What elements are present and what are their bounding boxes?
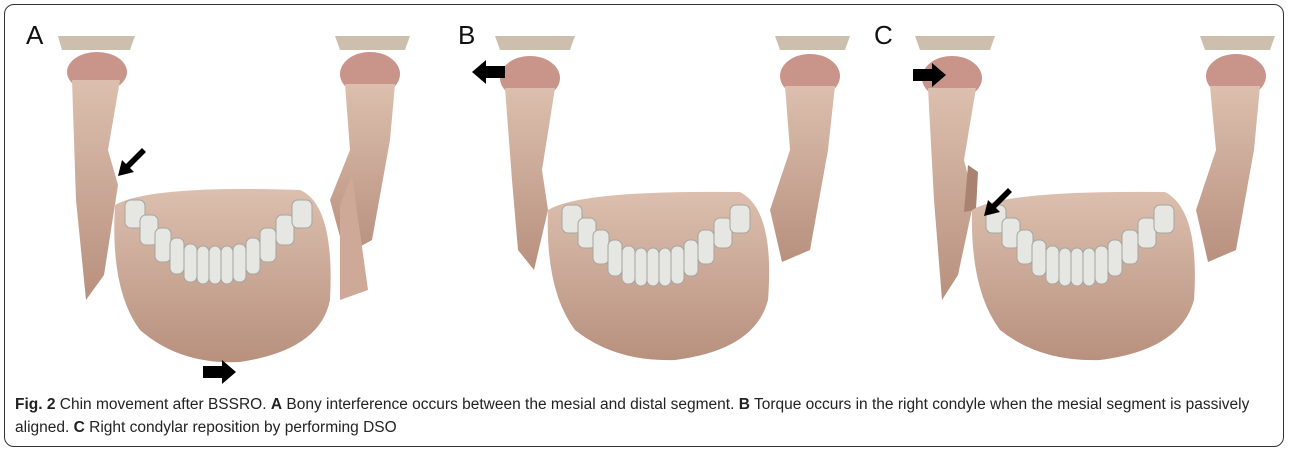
figure-caption: Fig. 2 Chin movement after BSSRO. A Bony… bbox=[15, 393, 1275, 439]
right-fossa bbox=[775, 36, 850, 50]
caption-text-c: Right condylar reposition by performing … bbox=[89, 419, 397, 436]
left-ramus bbox=[505, 88, 555, 270]
panel-c: C bbox=[860, 0, 1290, 385]
mandible-illustration-c bbox=[860, 0, 1290, 385]
left-fossa bbox=[495, 36, 575, 50]
caption-label-a: A bbox=[271, 396, 282, 413]
caption-text-a: Bony interference occurs between the mes… bbox=[286, 396, 734, 413]
arrow-right-icon bbox=[203, 360, 236, 384]
arrow-left-icon bbox=[472, 60, 505, 84]
panel-a: A bbox=[0, 0, 430, 385]
mandible-illustration-a bbox=[0, 0, 430, 385]
mandible-illustration-b bbox=[430, 0, 860, 385]
caption-title: Chin movement after BSSRO. bbox=[60, 396, 267, 413]
figure-panels: A bbox=[0, 0, 1290, 385]
right-ramus bbox=[1196, 86, 1260, 262]
right-fossa bbox=[335, 36, 410, 50]
left-fossa bbox=[915, 36, 995, 50]
left-ramus bbox=[72, 80, 120, 300]
panel-b: B bbox=[430, 0, 860, 385]
left-fossa bbox=[58, 36, 135, 50]
caption-fig-label: Fig. 2 bbox=[15, 396, 55, 413]
right-ramus bbox=[330, 84, 395, 255]
right-fossa bbox=[1200, 36, 1275, 50]
caption-label-b: B bbox=[739, 396, 750, 413]
arrow-down-left-icon bbox=[118, 148, 146, 176]
caption-label-c: C bbox=[74, 419, 85, 436]
right-ramus bbox=[770, 86, 835, 262]
